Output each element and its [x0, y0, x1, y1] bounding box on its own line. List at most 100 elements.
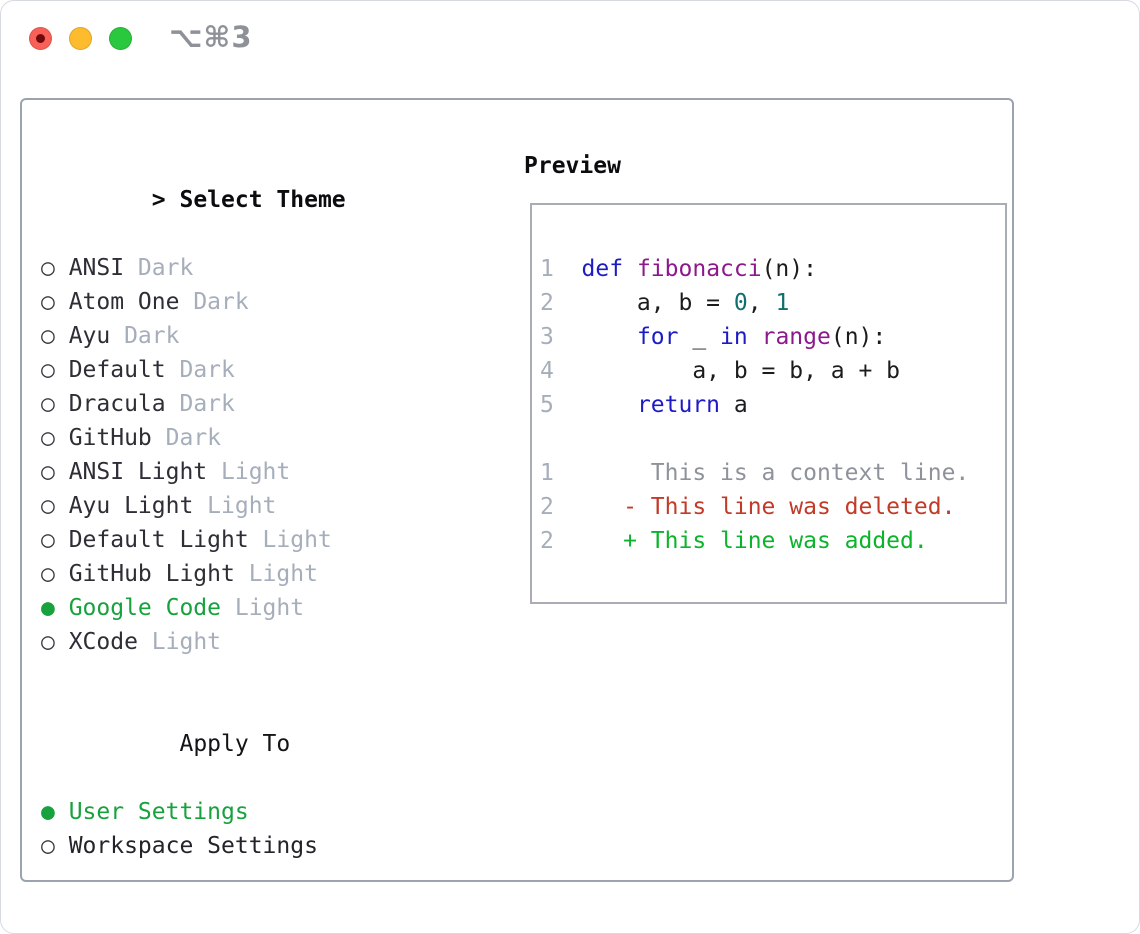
code-segment-nm: 0	[733, 290, 748, 316]
cursor-caret-icon: >	[151, 187, 166, 213]
code-segment-ctx: This is a context line.	[581, 460, 970, 486]
radio-icon: ○	[41, 255, 55, 281]
theme-variant-tag: Dark	[124, 323, 180, 349]
code-segment-pl	[582, 392, 637, 418]
theme-name: Ayu Light	[68, 493, 194, 519]
code-segment-ln: 2	[540, 290, 582, 316]
code-segment-ln: 3	[540, 324, 582, 350]
theme-name: ANSI	[68, 255, 125, 281]
apply-to-option-user-settings[interactable]: ●User Settings	[41, 795, 505, 829]
radio-icon: ○	[41, 527, 55, 553]
diff-added-line: 2 + This line was added.	[540, 524, 1005, 558]
radio-icon: ○	[41, 629, 55, 655]
theme-name: Dracula	[68, 391, 166, 417]
theme-variant-tag: Dark	[179, 391, 235, 417]
minimize-button[interactable]	[69, 27, 92, 50]
close-button[interactable]	[29, 27, 52, 50]
theme-variant-tag: Dark	[179, 357, 235, 383]
radio-icon: ○	[41, 357, 55, 383]
radio-selected-icon: ●	[41, 595, 55, 621]
code-segment-fn: fibonacci	[636, 256, 762, 282]
theme-variant-tag: Light	[234, 595, 305, 621]
theme-name: GitHub	[68, 425, 152, 451]
apply-to-heading-label: Apply To	[179, 731, 291, 757]
theme-variant-tag: Light	[221, 459, 291, 485]
theme-name: Default Light	[68, 527, 249, 553]
blank-line	[540, 422, 1005, 456]
code-segment-kw: return	[636, 392, 721, 418]
code-segment-ln: 4	[540, 358, 582, 384]
theme-name: XCode	[68, 629, 138, 655]
theme-name: Atom One	[68, 289, 180, 315]
theme-name: Ayu	[68, 323, 111, 349]
code-segment-pl: a, b =	[581, 290, 734, 316]
zoom-button[interactable]	[109, 27, 132, 50]
code-segment-kw: def	[581, 256, 624, 282]
apply-to-label: Workspace Settings	[68, 833, 318, 859]
select-theme-heading-label: Select Theme	[179, 187, 346, 213]
code-segment-pl: ,	[747, 290, 776, 316]
theme-variant-tag: Light	[151, 629, 222, 655]
diff-context-line: 1 This is a context line.	[540, 456, 1005, 490]
theme-option-ansi[interactable]: ○ ANSI Dark	[41, 251, 505, 285]
code-segment-ln: 1	[540, 256, 582, 282]
theme-option-default[interactable]: ○ Default Dark	[41, 353, 505, 387]
radio-icon: ○	[41, 391, 55, 417]
radio-icon: ○	[41, 459, 55, 485]
theme-name: GitHub Light	[68, 561, 235, 587]
radio-icon: ○	[41, 833, 55, 859]
code-segment-fn: range	[761, 324, 831, 350]
code-line-1: 1 def fibonacci(n):	[540, 252, 1005, 286]
theme-name: Default	[68, 357, 166, 383]
diff-deleted-line: 2 - This line was deleted.	[540, 490, 1005, 524]
select-theme-heading: > Select Theme	[41, 149, 505, 251]
code-segment-pl: (n):	[761, 256, 817, 282]
theme-option-ansi-light[interactable]: ○ ANSI Light Light	[41, 455, 505, 489]
apply-to-list: ●User Settings ○ Workspace Settings	[41, 795, 505, 863]
code-segment-kw: in	[720, 324, 748, 350]
code-line-2: 2 a, b = 0, 1	[540, 286, 1005, 320]
code-segment-ln: 1	[540, 460, 582, 486]
radio-icon: ○	[41, 493, 55, 519]
theme-variant-tag: Dark	[137, 255, 194, 281]
code-segment-pl: a	[720, 392, 748, 418]
code-segment-ln: 2	[540, 528, 582, 554]
code-segment-add: + This line was added.	[581, 528, 928, 554]
code-segment-pl: a, b = b, a + b	[581, 358, 901, 384]
code-segment-del: - This line was deleted.	[581, 494, 956, 520]
window-title-shortcut: ⌥⌘3	[169, 20, 253, 54]
code-segment-pl	[748, 324, 762, 350]
help-text: (Use Enter to select, Tab to change focu…	[41, 897, 505, 933]
theme-option-google-code[interactable]: ● Google Code Light	[41, 591, 505, 625]
code-line-3: 3 for _ in range(n):	[540, 320, 1005, 354]
radio-icon: ○	[41, 425, 55, 451]
theme-option-xcode[interactable]: ○ XCode Light	[41, 625, 505, 659]
theme-variant-tag: Light	[248, 561, 318, 587]
apply-to-option-workspace-settings[interactable]: ○ Workspace Settings	[41, 829, 505, 863]
titlebar: ⌥⌘3	[1, 1, 1139, 98]
code-segment-nm: 1	[775, 290, 790, 316]
code-segment-pl	[582, 324, 637, 350]
theme-variant-tag: Dark	[193, 289, 249, 315]
traffic-lights	[29, 27, 132, 50]
theme-variant-tag: Light	[207, 493, 277, 519]
theme-option-ayu-light[interactable]: ○ Ayu Light Light	[41, 489, 505, 523]
code-segment-pl: _	[678, 324, 721, 350]
radio-selected-icon: ●	[41, 799, 55, 825]
theme-name: Google Code	[68, 595, 222, 621]
preview-heading: Preview	[524, 153, 621, 179]
code-line-4: 4 a, b = b, a + b	[540, 354, 1005, 388]
theme-option-dracula[interactable]: ○ Dracula Dark	[41, 387, 505, 421]
code-segment-pl: (n):	[830, 324, 887, 350]
theme-name: ANSI Light	[68, 459, 208, 485]
